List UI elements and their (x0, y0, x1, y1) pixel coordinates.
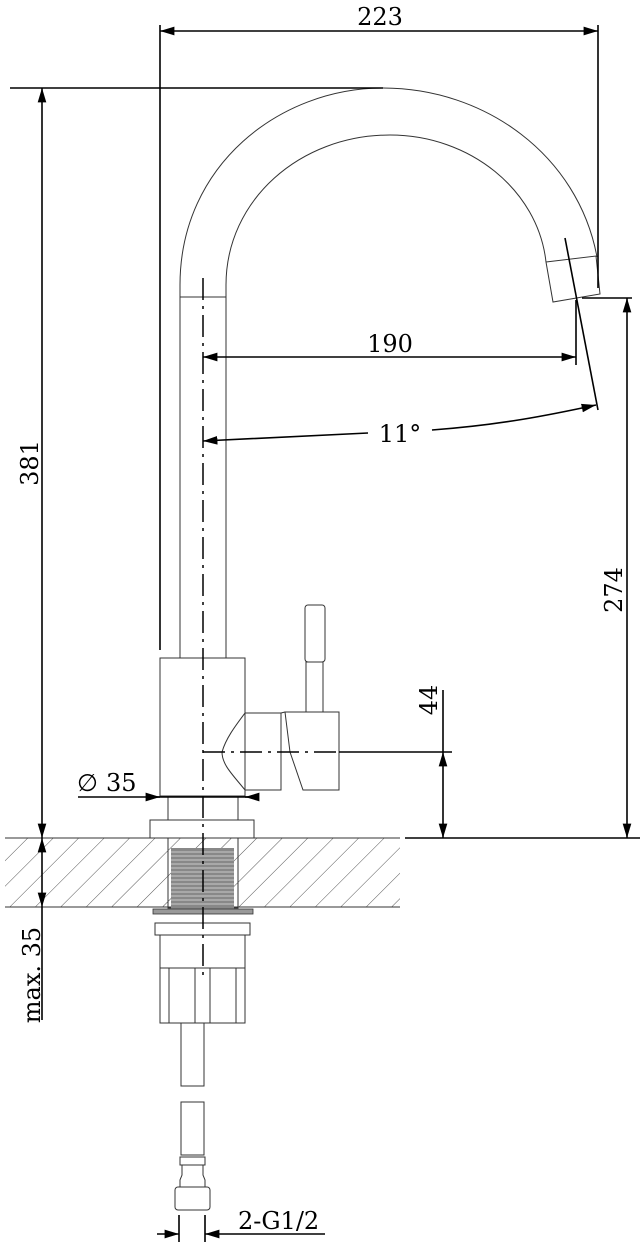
handle-lever (304, 604, 326, 713)
countertop (5, 837, 640, 908)
dim-spout-reach: 190 (367, 330, 413, 358)
diameter-symbol: ∅ (77, 769, 98, 797)
dim-swivel-angle: 11° (379, 420, 422, 448)
hose-nut (174, 1186, 211, 1211)
dim-total-reach: 223 (357, 3, 403, 31)
faucet-body (159, 657, 340, 797)
dim-base-diameter: 35 (106, 769, 137, 797)
dim-total-height: 381 (16, 440, 44, 486)
dim-max-countertop: max. 35 (18, 927, 46, 1023)
dimension-lines (10, 25, 632, 1242)
dim-handle-height: 44 (415, 685, 443, 716)
dim-spout-height: 274 (600, 567, 628, 613)
spout (179, 87, 601, 658)
dim-connection: 2-G1/2 (238, 1207, 319, 1235)
